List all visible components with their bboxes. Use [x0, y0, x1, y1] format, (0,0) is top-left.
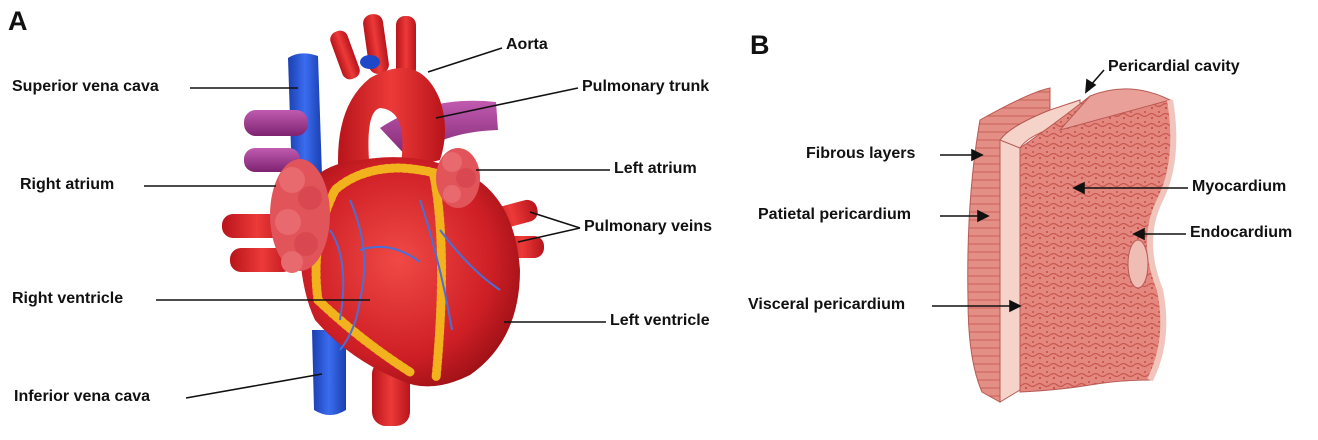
label-pericardial-cavity: Pericardial cavity	[1108, 58, 1240, 76]
label-pulmonary-veins: Pulmonary veins	[584, 218, 712, 236]
label-right-ventricle: Right ventricle	[12, 290, 123, 308]
label-left-ventricle: Left ventricle	[610, 312, 710, 330]
panel-a-letter: A	[8, 6, 28, 37]
label-aorta: Aorta	[506, 36, 548, 54]
label-pulmonary-trunk: Pulmonary trunk	[582, 78, 709, 96]
label-inferior-vena-cava: Inferior vena cava	[14, 388, 150, 406]
label-left-atrium: Left atrium	[614, 160, 697, 178]
panel-b-letter: B	[750, 30, 770, 61]
label-endocardium: Endocardium	[1190, 224, 1292, 242]
label-patietal-pericardium: Patietal pericardium	[758, 206, 911, 224]
label-fibrous-layers: Fibrous layers	[806, 145, 915, 163]
label-visceral-pericardium: Visceral pericardium	[748, 296, 905, 314]
label-right-atrium: Right atrium	[20, 176, 114, 194]
label-myocardium: Myocardium	[1192, 178, 1286, 196]
label-superior-vena-cava: Superior vena cava	[12, 78, 159, 96]
